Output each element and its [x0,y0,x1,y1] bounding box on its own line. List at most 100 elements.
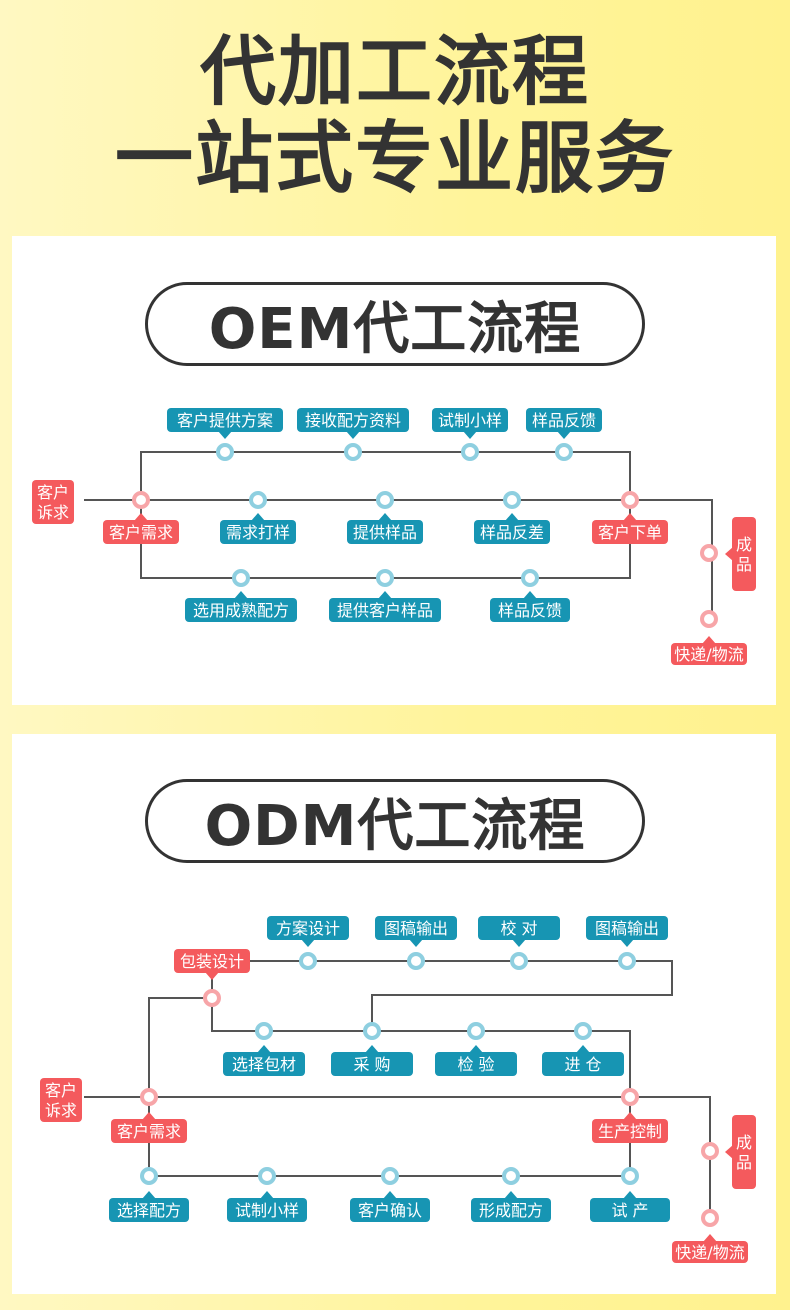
oem-finished-label-text: 品 [736,555,752,574]
odm-material-step: 采 购 [331,1045,413,1076]
odm-hub-customer-demand: 客户需求 [111,1112,187,1143]
oem-bottom-step-text: 提供客户样品 [337,601,433,620]
step-node [503,491,521,509]
oem-middle-step: 需求打样 [220,513,296,544]
odm-material-step-text: 选择包材 [232,1055,296,1074]
odm-formula-step-text: 试 产 [611,1201,648,1220]
odm-design-step-text: 校 对 [500,919,537,938]
odm-shipping-label-text: 快递/物流 [675,1243,744,1262]
hub-node [700,610,718,628]
odm-process-card: ODM代工流程 客户诉求包装设计方案设计图稿输出校 对图稿输出选择包材采 购检 … [12,734,776,1294]
odm-design-step-text: 图稿输出 [595,919,659,938]
odm-hub-production-control-text: 生产控制 [598,1122,662,1141]
hub-node [700,544,718,562]
odm-formula-step-text: 选择配方 [117,1201,181,1220]
odm-formula-step: 形成配方 [471,1191,551,1222]
oem-middle-step-text: 需求打样 [226,523,290,542]
oem-finished-label: 成品 [725,517,756,591]
oem-top-step-text: 接收配方资料 [305,411,401,430]
oem-top-step: 接收配方资料 [297,408,409,439]
hub-node [621,491,639,509]
step-node [461,443,479,461]
step-node [363,1022,381,1040]
step-node [344,443,362,461]
step-node [381,1167,399,1185]
step-node [376,491,394,509]
connector-line [148,1097,631,1177]
step-node [140,1167,158,1185]
oem-middle-step-text: 样品反差 [480,523,544,542]
headline-line-1: 代加工流程 [200,27,590,116]
step-node [216,443,234,461]
step-node [467,1022,485,1040]
oem-hub-customer-demand-text: 客户需求 [109,523,173,542]
odm-material-step-text: 检 验 [457,1055,494,1074]
odm-material-step: 进 仓 [542,1045,624,1076]
oem-hub-customer-demand: 客户需求 [103,513,179,544]
step-node [376,569,394,587]
odm-finished-label: 成品 [725,1115,756,1189]
hub-node [701,1142,719,1160]
odm-formula-step-text: 形成配方 [479,1201,543,1220]
connector-line [84,499,713,621]
step-node [618,952,636,970]
oem-bottom-step: 样品反馈 [490,591,570,622]
oem-start-label-text: 诉求 [37,503,69,522]
odm-start-label-text: 客户 [45,1081,77,1100]
odm-material-step: 检 验 [435,1045,517,1076]
step-node [407,952,425,970]
odm-material-step-text: 进 仓 [564,1055,601,1074]
oem-hub-customer-order: 客户下单 [592,513,668,544]
oem-bottom-step-text: 选用成熟配方 [193,601,289,620]
step-node [521,569,539,587]
oem-bottom-step: 提供客户样品 [329,591,441,622]
oem-middle-step: 提供样品 [347,513,423,544]
odm-start-label-text: 诉求 [45,1101,77,1120]
step-node [249,491,267,509]
odm-finished-label-text: 成 [736,1133,752,1152]
oem-shipping-label: 快递/物流 [671,636,747,665]
step-node [232,569,250,587]
odm-formula-step: 试制小样 [227,1191,307,1222]
odm-hub-package-design: 包装设计 [174,949,250,980]
hub-node [203,989,221,1007]
oem-top-step: 样品反馈 [526,408,602,439]
odm-material-step: 选择包材 [223,1045,305,1076]
oem-title: OEM代工流程 [145,282,645,366]
hub-node [132,491,150,509]
step-node [555,443,573,461]
odm-design-step: 校 对 [478,916,560,947]
oem-finished-label-text: 成 [736,535,752,554]
oem-middle-step-text: 提供样品 [353,523,417,542]
step-node [502,1167,520,1185]
oem-top-step-text: 试制小样 [438,411,502,430]
odm-design-step: 方案设计 [267,916,349,947]
oem-hub-customer-order-text: 客户下单 [598,523,662,542]
odm-formula-step: 试 产 [590,1191,670,1222]
odm-flowchart: 客户诉求包装设计方案设计图稿输出校 对图稿输出选择包材采 购检 验进 仓客户需求… [40,916,756,1263]
connector-line [242,960,673,1031]
oem-top-step: 试制小样 [432,408,508,439]
odm-hub-package-design-text: 包装设计 [180,952,244,971]
odm-formula-step-text: 客户确认 [358,1201,422,1220]
connector-line [84,1096,711,1218]
hub-node [621,1088,639,1106]
odm-formula-step: 选择配方 [109,1191,189,1222]
step-node [255,1022,273,1040]
odm-formula-step: 客户确认 [350,1191,430,1222]
step-node [621,1167,639,1185]
odm-design-step: 图稿输出 [586,916,668,947]
step-node [258,1167,276,1185]
odm-shipping-label: 快递/物流 [672,1234,748,1263]
oem-middle-step: 样品反差 [474,513,550,544]
oem-flowchart: 客户诉求客户提供方案接收配方资料试制小样样品反馈需求打样提供样品样品反差选用成熟… [32,408,756,665]
oem-bottom-step: 选用成熟配方 [185,591,297,622]
headline-line-2: 一站式专业服务 [114,114,675,204]
oem-shipping-label-text: 快递/物流 [674,645,743,664]
connector-line [148,997,212,1097]
oem-top-step: 客户提供方案 [167,408,283,439]
oem-start-label-text: 客户 [37,483,69,502]
oem-top-step-text: 客户提供方案 [177,411,273,430]
